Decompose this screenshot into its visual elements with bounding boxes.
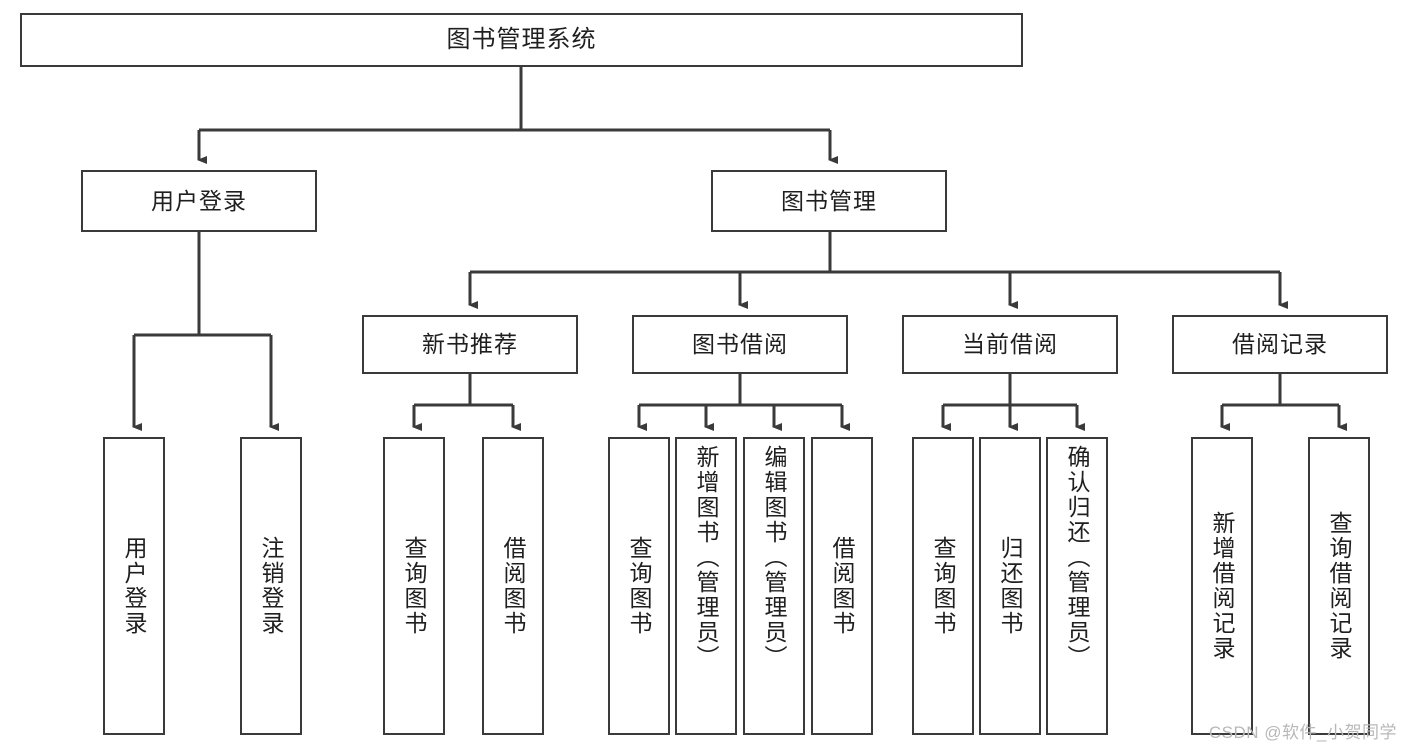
leaf-user-logout[interactable]: 注销登录 bbox=[240, 437, 302, 735]
leaf-cur-query-label: 查询图书 bbox=[930, 536, 957, 636]
leaf-borrow-edit[interactable]: 编辑图书（管理员） bbox=[743, 437, 805, 735]
leaf-rec-query-label: 查询图书 bbox=[401, 536, 428, 636]
leaf-rec-borrow-label: 借阅图书 bbox=[500, 536, 527, 636]
watermark: CSDN @软件_小贺同学 bbox=[1208, 723, 1397, 742]
leaf-borrow-query[interactable]: 查询图书 bbox=[608, 437, 670, 735]
node-book-manage-label: 图书管理 bbox=[781, 187, 877, 214]
leaf-cur-query[interactable]: 查询图书 bbox=[912, 437, 974, 735]
node-book-borrow-label: 图书借阅 bbox=[692, 331, 788, 358]
node-user-login[interactable]: 用户登录 bbox=[81, 170, 317, 232]
leaf-record-add-label: 新增借阅记录 bbox=[1209, 511, 1236, 661]
leaf-record-add[interactable]: 新增借阅记录 bbox=[1191, 437, 1253, 735]
node-root-label: 图书管理系统 bbox=[446, 26, 597, 54]
leaf-borrow-query-label: 查询图书 bbox=[626, 536, 653, 636]
leaf-record-query-label: 查询借阅记录 bbox=[1326, 511, 1353, 661]
leaf-cur-return-label: 归还图书 bbox=[997, 536, 1024, 636]
leaf-user-logout-label: 注销登录 bbox=[258, 536, 285, 636]
node-book-manage[interactable]: 图书管理 bbox=[711, 170, 947, 232]
leaf-borrow-add-label: 新增图书（管理员） bbox=[693, 445, 720, 670]
leaf-rec-borrow[interactable]: 借阅图书 bbox=[482, 437, 544, 735]
leaf-user-login[interactable]: 用户登录 bbox=[103, 437, 165, 735]
node-new-book-rec[interactable]: 新书推荐 bbox=[362, 315, 578, 374]
node-user-login-label: 用户登录 bbox=[151, 187, 247, 214]
node-borrow-record-label: 借阅记录 bbox=[1232, 331, 1328, 358]
leaf-borrow-lend-label: 借阅图书 bbox=[829, 536, 856, 636]
node-borrow-record[interactable]: 借阅记录 bbox=[1172, 315, 1388, 374]
leaf-rec-query[interactable]: 查询图书 bbox=[383, 437, 445, 735]
leaf-borrow-lend[interactable]: 借阅图书 bbox=[811, 437, 873, 735]
leaf-user-login-label: 用户登录 bbox=[121, 536, 148, 636]
node-current-borrow[interactable]: 当前借阅 bbox=[902, 315, 1118, 374]
leaf-cur-return[interactable]: 归还图书 bbox=[979, 437, 1041, 735]
leaf-borrow-add[interactable]: 新增图书（管理员） bbox=[675, 437, 737, 735]
node-book-borrow[interactable]: 图书借阅 bbox=[632, 315, 848, 374]
leaf-cur-confirm[interactable]: 确认归还（管理员） bbox=[1046, 437, 1108, 735]
leaf-cur-confirm-label: 确认归还（管理员） bbox=[1064, 445, 1091, 670]
node-current-borrow-label: 当前借阅 bbox=[962, 331, 1058, 358]
leaf-borrow-edit-label: 编辑图书（管理员） bbox=[761, 445, 788, 670]
leaf-record-query[interactable]: 查询借阅记录 bbox=[1308, 437, 1370, 735]
node-root[interactable]: 图书管理系统 bbox=[20, 13, 1023, 67]
node-new-book-rec-label: 新书推荐 bbox=[422, 331, 518, 358]
